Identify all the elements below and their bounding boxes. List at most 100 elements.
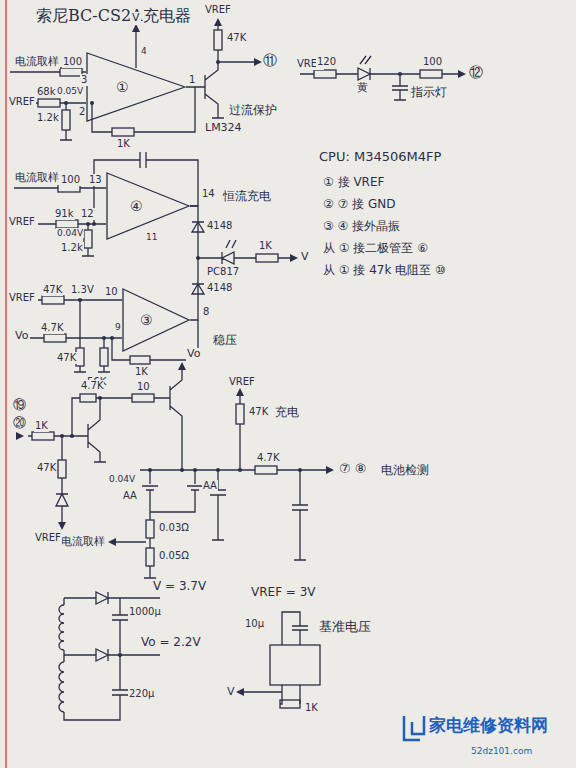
wire-stroke <box>32 432 54 440</box>
schematic-label: 4.7K <box>80 380 104 392</box>
schematic-label: 4148 <box>206 220 233 232</box>
schematic-label: 1K <box>134 366 149 378</box>
wire-stroke <box>148 468 152 472</box>
opamp-number: ① <box>116 80 129 94</box>
schematic-label: 47K <box>226 32 247 44</box>
wire-stroke <box>142 470 158 578</box>
schematic-label: Vo <box>186 348 201 361</box>
wire-stroke <box>146 520 154 538</box>
schematic-label: VREF <box>8 292 36 304</box>
schematic-label: VREF <box>228 376 256 388</box>
schematic-label: 4148 <box>206 282 233 294</box>
wire-stroke <box>170 366 182 470</box>
wire-stroke <box>112 541 146 542</box>
opamp-outline <box>106 172 190 240</box>
schematic-label: 1.3V <box>70 284 95 296</box>
schematic-label: 0.04V <box>56 228 84 238</box>
diagram-title: 索尼BC-CS2A充电器 <box>36 6 191 27</box>
wire-stroke <box>326 466 334 474</box>
schematic-label: V <box>300 251 310 264</box>
wire-stroke <box>392 74 408 100</box>
schematic-label: 120 <box>316 56 337 68</box>
wire-stroke <box>56 220 78 228</box>
wire-stroke <box>61 436 62 528</box>
schematic-label: 1K <box>258 240 273 252</box>
wire-stroke <box>80 394 96 402</box>
schematic-label: 电池检测 <box>380 464 430 478</box>
wire-stroke <box>102 336 106 340</box>
schematic-label: ⑫ <box>468 64 484 80</box>
schematic-label: 47K <box>42 284 63 296</box>
schematic-label: 电流取样 <box>60 536 106 549</box>
schematic-label: VREF <box>204 4 232 16</box>
opamp-number: ④ <box>130 199 143 213</box>
wire-stroke <box>78 298 82 302</box>
wire-stroke <box>193 468 197 472</box>
schematic-label: 220μ <box>128 688 155 700</box>
wire-stroke <box>420 70 442 78</box>
schematic-label: 恒流充电 <box>222 190 272 204</box>
schematic-label: 0.03Ω <box>158 522 190 534</box>
schematic-label: VREF <box>8 216 36 228</box>
schematic-label: 10μ <box>244 618 265 630</box>
schematic-label: 1 <box>188 74 196 86</box>
wire-stroke <box>84 230 92 248</box>
schematic-label: ⑲ <box>12 398 27 413</box>
wire-stroke <box>36 102 86 103</box>
wire-stroke <box>98 338 110 372</box>
wire-stroke <box>42 296 64 304</box>
schematic-label: AA <box>202 480 218 492</box>
wire-stroke <box>10 71 86 72</box>
wire-stroke <box>86 222 90 226</box>
schematic-label: VREF <box>34 532 62 544</box>
schematic-label: Vo <box>14 330 29 343</box>
wire-stroke <box>64 101 68 105</box>
wire-stroke <box>16 432 24 440</box>
wire-stroke <box>140 152 146 168</box>
schematic-label: ⑳ <box>12 416 27 431</box>
wire-stroke <box>150 470 203 512</box>
schematic-label: 1.2k <box>60 242 84 254</box>
schematic-label: 4.7K <box>256 452 280 464</box>
wire-stroke <box>146 548 154 566</box>
schematic-label: 1.2k <box>36 112 60 124</box>
wire-stroke <box>240 685 300 704</box>
opamp-outline <box>86 52 186 122</box>
schematic-label: 68k <box>36 86 57 98</box>
wire-stroke <box>92 87 195 132</box>
wire-stroke <box>270 645 320 685</box>
schematic-label: ② ⑦ 接 GND <box>322 198 396 212</box>
schematic-label: 2 <box>78 106 86 118</box>
schematic-label: Vo = 2.2V <box>140 636 202 650</box>
schematic-label: 电流取样 <box>14 56 60 69</box>
opamp-outline <box>123 289 189 351</box>
schematic-label: 从 ① 接 47k 电阻至 ⑩ <box>322 264 447 278</box>
wire-stroke <box>118 653 122 657</box>
schematic-label: 100 <box>60 174 81 186</box>
schematic-label: 0.05V <box>56 86 84 96</box>
wire-stroke <box>238 468 242 472</box>
wire-stroke <box>88 398 106 462</box>
schematic-label: 12 <box>80 208 95 220</box>
schematic-label: 10 <box>104 286 119 298</box>
wire-stroke <box>70 434 74 438</box>
schematic-label: 11 <box>145 232 158 242</box>
opamp-triangle: ① <box>86 52 186 122</box>
schematic-label: 4.7K <box>40 322 64 334</box>
wire-stroke <box>14 187 106 188</box>
opamp-number: ③ <box>140 313 153 327</box>
schematic-label: 100 <box>62 56 83 68</box>
wire-stroke <box>38 99 60 107</box>
wire-stroke <box>90 101 94 105</box>
wire-stroke <box>255 466 277 474</box>
wire-stroke <box>458 70 466 78</box>
schematic-label: 基准电压 <box>318 620 372 635</box>
schematic-label: ③ ④ 接外晶振 <box>322 220 401 234</box>
schematic-label: 9 <box>114 322 122 332</box>
wire-stroke <box>222 240 236 264</box>
wire-stroke <box>404 716 424 740</box>
wire-stroke <box>112 128 134 136</box>
wire-stroke <box>60 103 72 140</box>
wire-stroke <box>92 222 96 226</box>
schematic-label: 47K <box>36 462 57 474</box>
